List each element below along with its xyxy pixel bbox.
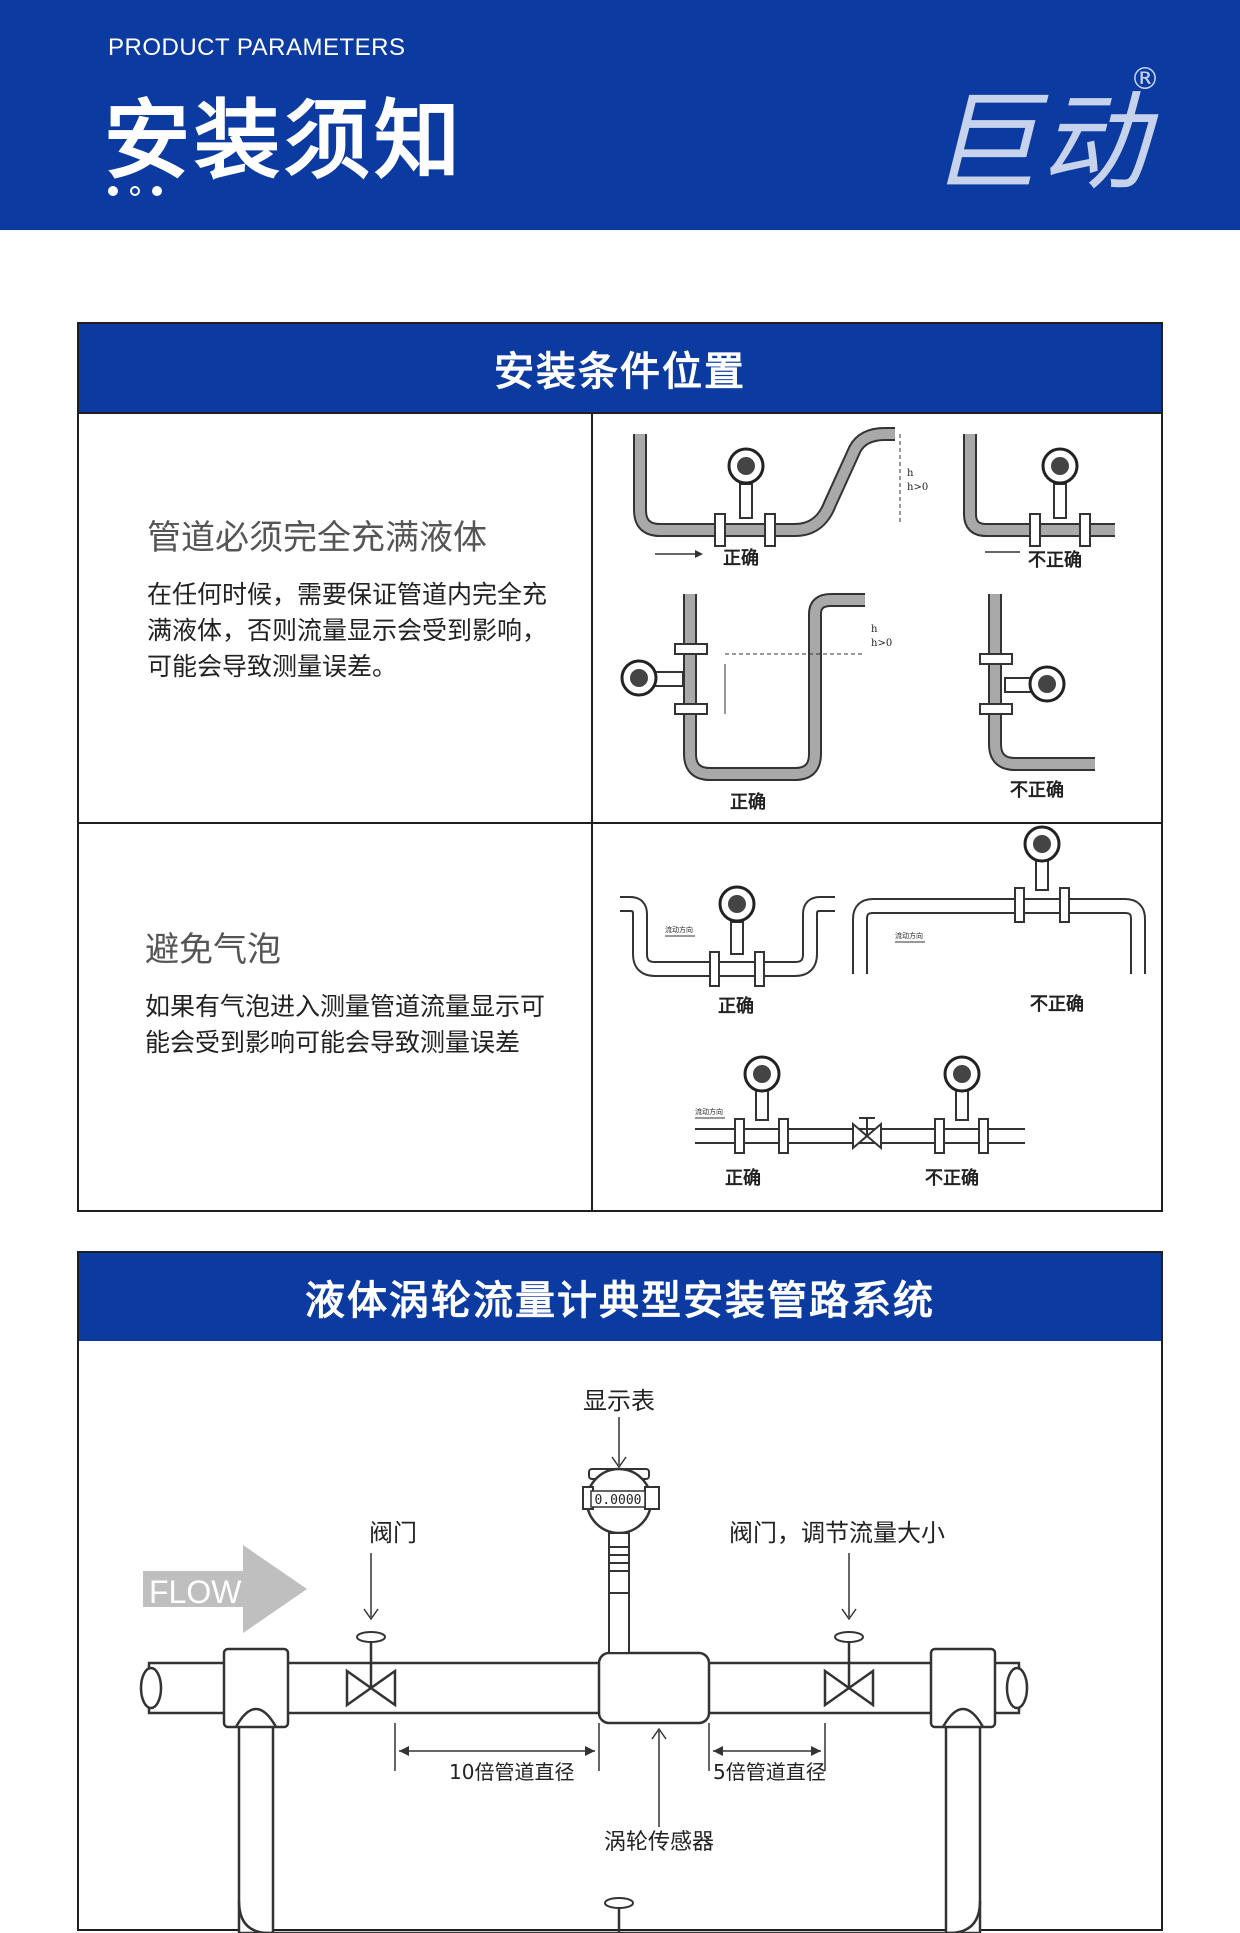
svg-text:h>0: h>0	[907, 482, 928, 493]
typical-installation-panel: 液体涡轮流量计典型安装管路系统 显示表 0.0000 阀门 阀门，调节流量大小	[77, 1251, 1163, 1933]
block-title: 避免气泡	[145, 930, 281, 970]
full-pipe-diagram: h h>0 正确 不正确	[620, 427, 1115, 813]
svg-text:流动方向: 流动方向	[895, 931, 923, 940]
dot-hollow	[130, 186, 140, 196]
label-incorrect: 不正确	[1030, 993, 1084, 1015]
logo-text: 巨动	[930, 81, 1151, 206]
label-incorrect: 不正确	[1028, 549, 1082, 571]
divider	[591, 824, 593, 1212]
bubble-diagram-correct-1: 流动方向 正确	[620, 885, 835, 1017]
header-banner: PRODUCT PARAMETERS 安装须知 巨动 ®	[0, 0, 1240, 230]
dot-filled	[152, 186, 162, 196]
svg-text:流动方向: 流动方向	[695, 1107, 723, 1116]
main-pipe	[139, 1592, 1029, 1933]
avoid-bubbles-text: 避免气泡 如果有气泡进入测量管道流量显示可能会受到影响可能会导致测量误差	[145, 922, 545, 1061]
svg-text:h: h	[907, 468, 914, 479]
avoid-bubbles-row: 避免气泡 如果有气泡进入测量管道流量显示可能会受到影响可能会导致测量误差 流动方…	[79, 822, 1161, 1212]
upstream-dimension-label: 10倍管道直径	[449, 1760, 574, 1784]
sensor-label: 涡轮传感器	[604, 1830, 714, 1855]
label-correct: 正确	[725, 1167, 761, 1189]
svg-text:h>0: h>0	[871, 638, 892, 649]
brand-logo: 巨动 ®	[930, 50, 1180, 206]
svg-text:h: h	[871, 624, 878, 635]
pipe-diagram-correct-2: 不正确	[963, 434, 1115, 571]
display-meter: 0.0000	[582, 1467, 660, 1594]
piping-system-diagram: 显示表 0.0000 阀门 阀门，调节流量大小 FLOW	[139, 1387, 1029, 1933]
header-subtitle: PRODUCT PARAMETERS	[108, 34, 406, 61]
avoid-bubbles-diagram: 流动方向 正确 流动方向 不正确	[620, 825, 1146, 1189]
meter-readout: 0.0000	[595, 1493, 642, 1508]
dot-filled	[108, 186, 118, 196]
label-correct: 正确	[723, 547, 759, 569]
downstream-dimension-label: 5倍管道直径	[713, 1760, 826, 1784]
block-title: 管道必须完全充满液体	[147, 518, 487, 558]
installation-conditions-panel: 安装条件位置 管道必须完全充满液体 在任何时候，需要保证管道内完全充满液体，否则…	[77, 322, 1163, 1212]
full-pipe-row: 管道必须完全充满液体 在任何时候，需要保证管道内完全充满液体，否则流量显示会受到…	[79, 412, 1161, 824]
bubble-diagram-valve: 流动方向 正确 不正确	[695, 1055, 1025, 1189]
svg-text:流动方向: 流动方向	[665, 925, 693, 934]
valve-adjust-label: 阀门，调节流量大小	[729, 1519, 945, 1547]
label-incorrect: 不正确	[1010, 779, 1064, 801]
valve-label: 阀门	[369, 1519, 417, 1547]
pipe-diagram-correct-3: h h>0 正确	[620, 593, 892, 813]
pager-dots	[108, 186, 162, 196]
page-title: 安装须知	[104, 91, 464, 191]
pipe-diagram-correct-1: h h>0 正确	[633, 427, 928, 569]
display-label: 显示表	[583, 1387, 655, 1415]
label-correct: 正确	[730, 791, 766, 813]
registered-mark: ®	[1130, 62, 1160, 97]
full-pipe-text: 管道必须完全充满液体 在任何时候，需要保证管道内完全充满液体，否则流量显示会受到…	[147, 510, 547, 685]
bubble-diagram-incorrect-2: 流动方向 不正确	[852, 825, 1146, 1015]
label-incorrect: 不正确	[925, 1167, 979, 1189]
block-description: 在任何时候，需要保证管道内完全充满液体，否则流量显示会受到影响，可能会导致测量误…	[147, 580, 548, 681]
section-title: 液体涡轮流量计典型安装管路系统	[79, 1253, 1161, 1341]
block-description: 如果有气泡进入测量管道流量显示可能会受到影响可能会导致测量误差	[145, 992, 546, 1057]
section-title: 安装条件位置	[79, 324, 1161, 412]
dimension-markers: 10倍管道直径 5倍管道直径	[394, 1723, 826, 1784]
flow-arrow: FLOW	[143, 1545, 307, 1633]
pipe-diagram-incorrect-4: 不正确	[979, 594, 1095, 801]
label-correct: 正确	[718, 995, 754, 1017]
flow-label: FLOW	[149, 1574, 242, 1610]
divider	[591, 414, 593, 824]
